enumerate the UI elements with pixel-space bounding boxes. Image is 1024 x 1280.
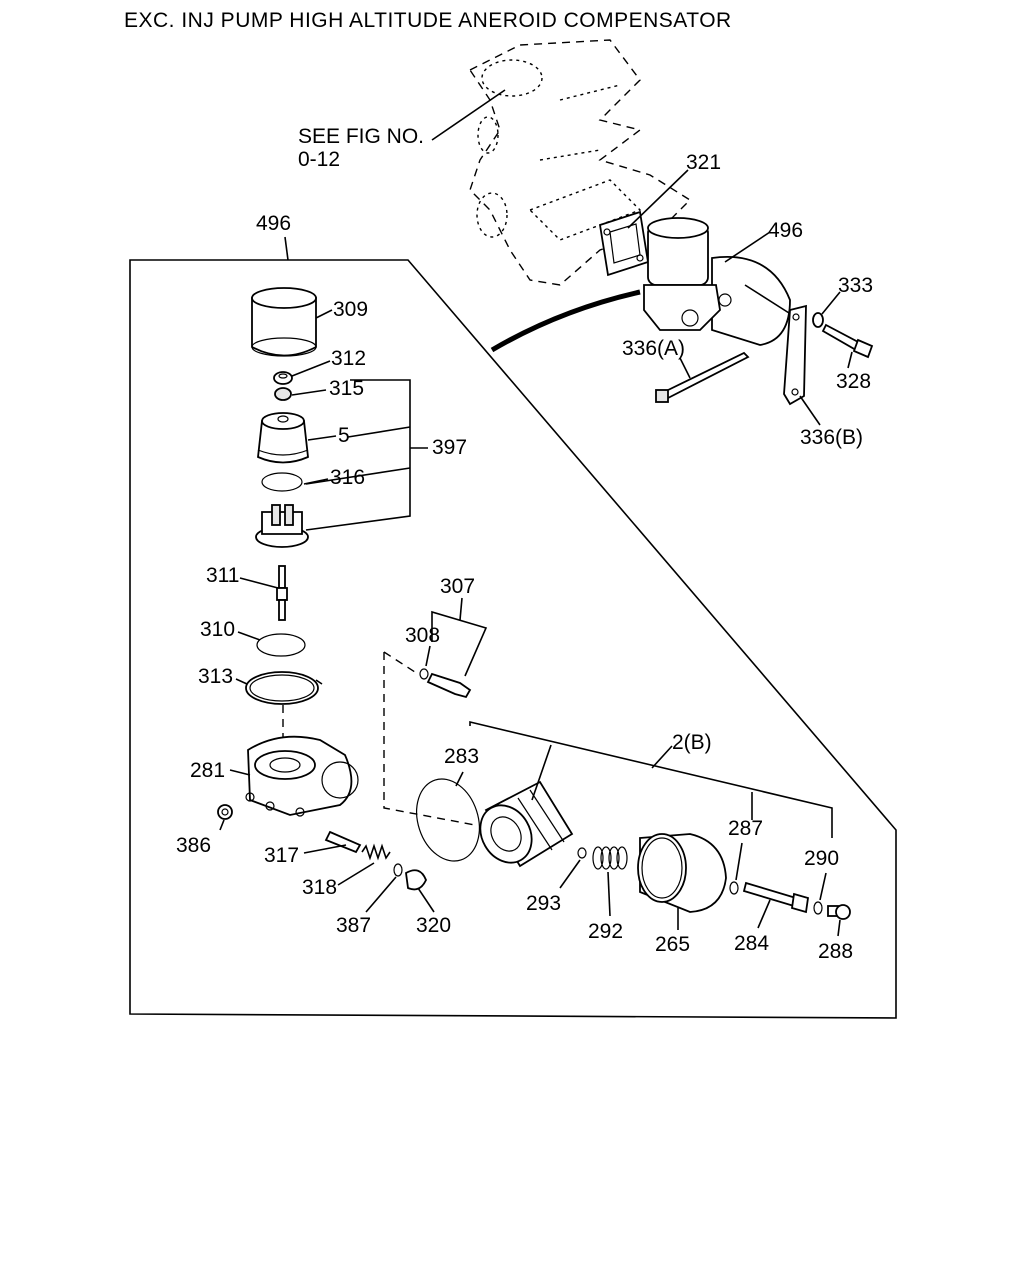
bracket-2b bbox=[469, 720, 833, 838]
piston-317 bbox=[324, 830, 362, 854]
pin-311 bbox=[276, 565, 288, 621]
callout-328: 328 bbox=[836, 370, 871, 393]
callout-333: 333 bbox=[838, 274, 873, 297]
filter-element bbox=[479, 780, 574, 868]
diagram-title: EXC. INJ PUMP HIGH ALTITUDE ANEROID COMP… bbox=[124, 9, 732, 32]
callout-2b: 2(B) bbox=[672, 731, 712, 754]
callout-496-top: 496 bbox=[768, 219, 803, 242]
aneroid-base bbox=[255, 504, 309, 548]
engine-block-outline bbox=[468, 39, 692, 286]
o-ring-287 bbox=[729, 881, 739, 895]
bellows-5 bbox=[257, 412, 309, 464]
callout-281: 281 bbox=[190, 759, 225, 782]
o-ring-283 bbox=[416, 778, 480, 862]
see-fig-number: 0-12 bbox=[298, 148, 340, 171]
washer-333 bbox=[812, 312, 824, 328]
cable-tie-336a bbox=[655, 351, 750, 403]
plug-320 bbox=[405, 869, 427, 891]
o-ring-310 bbox=[256, 633, 306, 657]
bolt-328 bbox=[821, 323, 874, 359]
zoom-connector bbox=[490, 289, 641, 353]
callout-317: 317 bbox=[264, 844, 299, 867]
compensator-assembly-installed bbox=[643, 217, 801, 346]
washer-387 bbox=[393, 863, 403, 877]
bracket-307 bbox=[431, 610, 488, 677]
washer-315 bbox=[274, 387, 292, 401]
callout-496-left: 496 bbox=[256, 212, 291, 235]
callout-320: 320 bbox=[416, 914, 451, 937]
callout-290: 290 bbox=[804, 847, 839, 870]
housing-281 bbox=[245, 735, 359, 817]
callout-312: 312 bbox=[331, 347, 366, 370]
callout-313: 313 bbox=[198, 665, 233, 688]
clamp-ring-313 bbox=[245, 671, 323, 705]
cover-309 bbox=[251, 287, 317, 357]
callout-283: 283 bbox=[444, 745, 479, 768]
exploded-view-frame bbox=[129, 259, 897, 1019]
callout-5: 5 bbox=[338, 424, 350, 447]
see-fig-leader bbox=[431, 89, 506, 141]
callout-336a: 336(A) bbox=[622, 337, 685, 360]
spring-318 bbox=[361, 843, 391, 861]
callout-309: 309 bbox=[333, 298, 368, 321]
callout-321: 321 bbox=[686, 151, 721, 174]
case-265 bbox=[637, 833, 727, 913]
sensor-307 bbox=[419, 668, 472, 699]
callout-284: 284 bbox=[734, 932, 769, 955]
nut-312 bbox=[273, 371, 293, 385]
callout-308: 308 bbox=[405, 624, 440, 647]
see-fig-label: SEE FIG NO. bbox=[298, 125, 424, 148]
callout-288: 288 bbox=[818, 940, 853, 963]
callout-292: 292 bbox=[588, 920, 623, 943]
assembly-axis bbox=[383, 652, 476, 826]
callout-265: 265 bbox=[655, 933, 690, 956]
callout-386: 386 bbox=[176, 834, 211, 857]
gasket-321 bbox=[598, 210, 650, 277]
bracket-397 bbox=[305, 379, 411, 531]
callout-287: 287 bbox=[728, 817, 763, 840]
callout-397: 397 bbox=[432, 436, 467, 459]
o-ring-316 bbox=[261, 472, 303, 492]
washer-290 bbox=[813, 901, 823, 915]
callout-318: 318 bbox=[302, 876, 337, 899]
callout-311: 311 bbox=[206, 564, 239, 587]
spring-292 bbox=[592, 846, 628, 870]
washer-293 bbox=[577, 847, 587, 859]
callout-307: 307 bbox=[440, 575, 475, 598]
bolt-284 bbox=[742, 881, 810, 914]
bolt-288 bbox=[827, 904, 851, 920]
callout-293: 293 bbox=[526, 892, 561, 915]
callout-310: 310 bbox=[200, 618, 235, 641]
callout-387: 387 bbox=[336, 914, 371, 937]
plug-386 bbox=[217, 804, 233, 820]
callout-315: 315 bbox=[329, 377, 364, 400]
callout-336b: 336(B) bbox=[800, 426, 863, 449]
bracket-336b bbox=[783, 304, 807, 406]
